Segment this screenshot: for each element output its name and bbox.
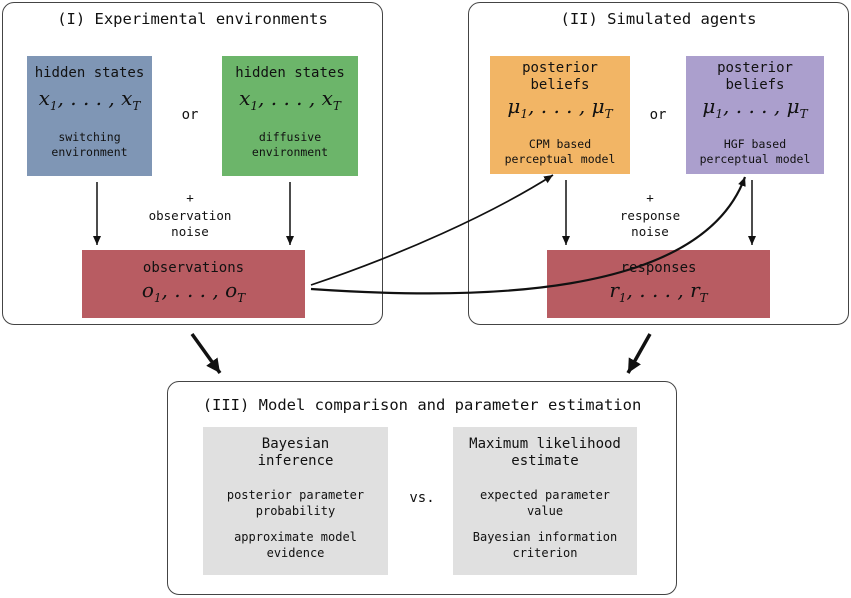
noise-line3: noise bbox=[171, 224, 209, 239]
box-maximum-likelihood: Maximum likelihood estimate expected par… bbox=[453, 427, 637, 575]
box-title: responses bbox=[620, 260, 697, 276]
arrow-panel1-to-panel3 bbox=[190, 332, 222, 375]
box-caption-line1: CPM based bbox=[528, 137, 592, 151]
item1-line2: value bbox=[526, 504, 564, 518]
vs-label: vs. bbox=[409, 490, 435, 506]
box-caption-line1: switching bbox=[58, 130, 121, 144]
item2-line1: approximate model bbox=[234, 530, 357, 544]
box-diffusive-environment: hidden states x1, . . . , xT diffusive e… bbox=[222, 56, 358, 176]
box-title-line2: beliefs bbox=[725, 77, 785, 93]
box-caption-line2: perceptual model bbox=[699, 152, 811, 166]
box-hgf-beliefs: posterior beliefs μ1, . . . , μT HGF bas… bbox=[686, 56, 824, 174]
item2-line2: evidence bbox=[266, 546, 325, 560]
box-title: hidden states bbox=[34, 65, 145, 81]
box-observations: observations o1, . . . , oT bbox=[82, 250, 305, 318]
item1-line1: expected parameter bbox=[479, 488, 611, 502]
box-title-line2: estimate bbox=[511, 453, 579, 469]
box-caption-line2: perceptual model bbox=[504, 152, 616, 166]
hidden-states-math: x1, . . . , xT bbox=[239, 86, 341, 113]
responses-math: r1, . . . , rT bbox=[609, 278, 708, 305]
box-switching-environment: hidden states x1, . . . , xT switching e… bbox=[27, 56, 152, 176]
box-bayesian-inference: Bayesian inference posterior parameter p… bbox=[203, 427, 388, 575]
or-label: or bbox=[181, 107, 199, 123]
box-title-line1: posterior bbox=[717, 60, 793, 76]
panel-title: (III) Model comparison and parameter est… bbox=[202, 396, 642, 414]
observations-math: o1, . . . , oT bbox=[141, 278, 246, 305]
or-label: or bbox=[649, 107, 667, 123]
arrow-panel2-to-panel3 bbox=[626, 333, 652, 374]
box-caption-line2: environment bbox=[251, 145, 329, 159]
beliefs-math: μ1, . . . , μT bbox=[702, 94, 808, 121]
box-cpm-beliefs: posterior beliefs μ1, . . . , μT CPM bas… bbox=[490, 56, 630, 174]
beliefs-math: μ1, . . . , μT bbox=[507, 94, 613, 121]
box-title: hidden states bbox=[235, 65, 345, 81]
box-title-line2: beliefs bbox=[530, 77, 590, 93]
box-title-line1: posterior bbox=[522, 60, 598, 76]
noise-plus: + bbox=[186, 190, 194, 205]
hidden-states-math: x1, . . . , xT bbox=[38, 86, 141, 113]
response-noise-label: + response noise bbox=[590, 190, 710, 240]
noise-line2: observation bbox=[148, 208, 232, 223]
item1-line1: posterior parameter bbox=[226, 488, 365, 502]
item1-line2: probability bbox=[255, 504, 336, 518]
box-title-line1: Bayesian bbox=[261, 436, 330, 452]
noise-plus: + bbox=[646, 190, 654, 205]
item2-line2: criterion bbox=[512, 546, 578, 560]
noise-line2: response bbox=[619, 208, 681, 223]
item2-line1: Bayesian information bbox=[472, 530, 618, 544]
box-title: observations bbox=[142, 260, 245, 276]
box-caption-line2: environment bbox=[51, 145, 128, 159]
box-responses: responses r1, . . . , rT bbox=[547, 250, 770, 318]
panel-title: (II) Simulated agents bbox=[560, 10, 757, 28]
box-caption-line1: diffusive bbox=[258, 130, 322, 144]
panel-title: (I) Experimental environments bbox=[57, 10, 328, 28]
noise-line3: noise bbox=[631, 224, 669, 239]
box-title-line1: Maximum likelihood bbox=[469, 436, 621, 452]
box-caption-line1: HGF based bbox=[723, 137, 787, 151]
box-title-line2: inference bbox=[257, 453, 334, 469]
observation-noise-label: + observation noise bbox=[130, 190, 250, 240]
